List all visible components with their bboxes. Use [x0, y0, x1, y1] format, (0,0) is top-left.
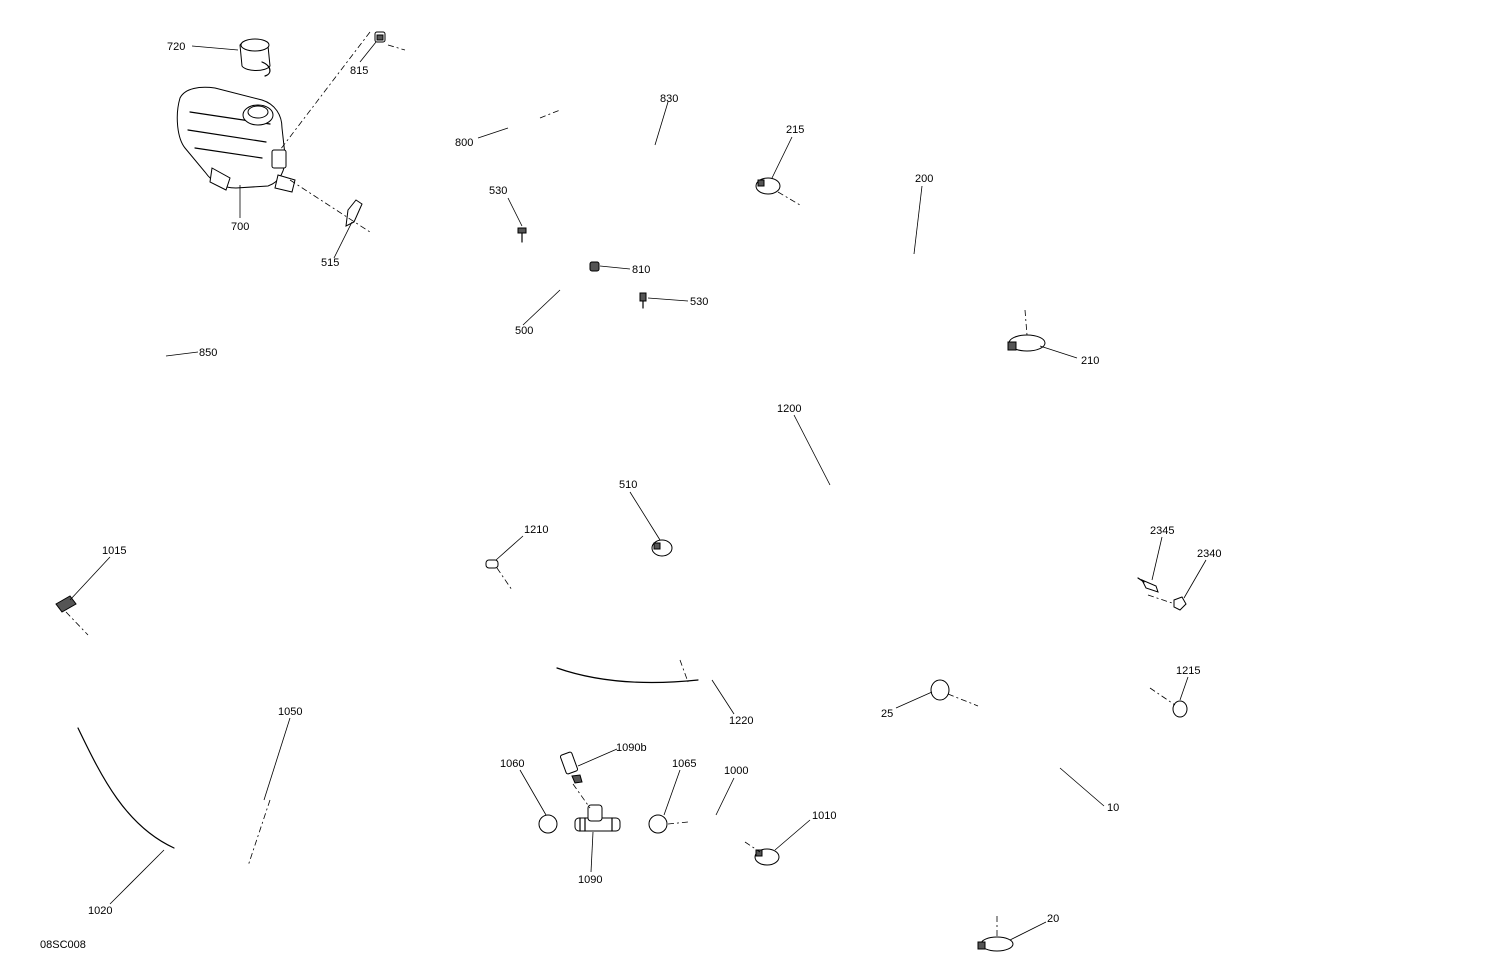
clamp-1065: [648, 814, 668, 834]
connector-815: [374, 31, 386, 43]
clamp-25: [930, 679, 950, 701]
callout-1200: 1200: [777, 403, 801, 415]
hose-1000: [682, 814, 748, 846]
callout-210: 210: [1081, 355, 1099, 367]
callout-850: 850: [199, 347, 217, 359]
fitting-1015: [55, 595, 77, 613]
sensor-2345: [1137, 577, 1159, 593]
clamp-510: [651, 539, 673, 557]
callout-700: 700: [231, 221, 249, 233]
hose-1020: [60, 720, 478, 900]
callout-1050: 1050: [278, 706, 302, 718]
callout-810: 810: [632, 264, 650, 276]
callout-1010: 1010: [812, 810, 836, 822]
screw-530-top: [517, 227, 527, 243]
callout-1220: 1220: [729, 715, 753, 727]
callout-530-top: 530: [489, 185, 507, 197]
callout-2340: 2340: [1197, 548, 1221, 560]
hose-850: [149, 160, 188, 408]
sensor-1090b: [560, 751, 583, 784]
callout-830: 830: [660, 93, 678, 105]
reservoir-cap-720: [239, 38, 271, 77]
callout-510: 510: [619, 479, 637, 491]
diagram-code: 08SC008: [40, 939, 86, 951]
callout-labels: 720 815 830 800 700 530 515 810 530 500 …: [88, 41, 1221, 925]
callout-815: 815: [350, 65, 368, 77]
hose-830: [457, 34, 673, 221]
clamp-1060: [538, 814, 558, 834]
callout-1060: 1060: [500, 758, 524, 770]
hose-10: [968, 700, 1154, 924]
clamp-20: [977, 936, 1014, 952]
callout-1210: 1210: [524, 524, 548, 536]
callout-200: 200: [915, 173, 933, 185]
callout-25: 25: [881, 708, 893, 720]
callout-20: 20: [1047, 913, 1059, 925]
nut-2340: [1173, 596, 1187, 611]
clamp-215: [755, 177, 781, 195]
callout-2345: 2345: [1150, 525, 1174, 537]
callout-1215: 1215: [1176, 665, 1200, 677]
callout-1065: 1065: [672, 758, 696, 770]
coolant-reservoir-700: [176, 86, 296, 193]
callout-1090b: 1090b: [616, 742, 647, 754]
clamp-1215: [1172, 700, 1188, 718]
clamp-210: [1007, 334, 1046, 352]
callout-515: 515: [321, 257, 339, 269]
callout-215: 215: [786, 124, 804, 136]
callout-1015: 1015: [102, 545, 126, 557]
screw-530-bottom: [639, 292, 647, 309]
hose-500: [371, 228, 726, 535]
callout-10: 10: [1107, 802, 1119, 814]
callout-530-bottom: 530: [690, 296, 708, 308]
callout-720: 720: [167, 41, 185, 53]
callout-800: 800: [455, 137, 473, 149]
assembly-lines: [65, 31, 1176, 936]
plug-1210: [485, 559, 499, 569]
hose-800: [405, 49, 627, 268]
leader-lines: [69, 41, 1207, 941]
hose-1200: [508, 481, 1155, 690]
callout-1000: 1000: [724, 765, 748, 777]
clamp-1010: [754, 848, 780, 866]
hose-200: [796, 201, 1035, 314]
hose-1220: [547, 521, 838, 698]
clamp-810: [589, 261, 600, 272]
callout-1020: 1020: [88, 905, 112, 917]
tee-fitting-1090: [574, 804, 621, 832]
callout-1090: 1090: [578, 874, 602, 886]
hose-1050: [82, 630, 528, 832]
callout-500: 500: [515, 325, 533, 337]
bracket-515: [345, 199, 363, 227]
